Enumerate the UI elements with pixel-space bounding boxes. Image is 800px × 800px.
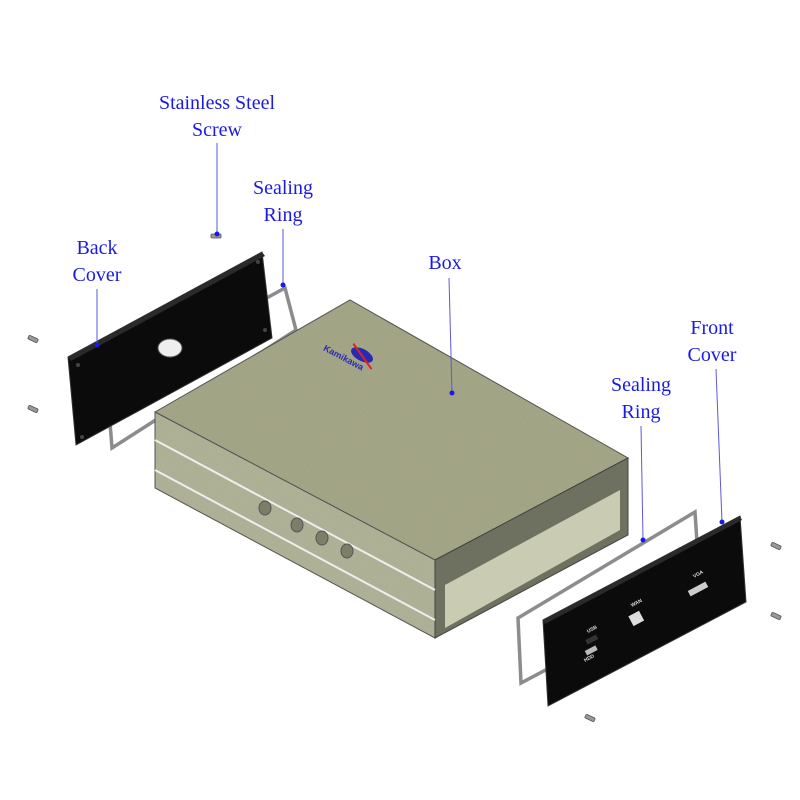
vga-port	[687, 581, 709, 597]
label-line: Box	[428, 252, 462, 274]
label-stainless-steel-screw: Stainless Steel Screw	[159, 90, 275, 144]
usb-label: USB	[586, 624, 598, 634]
hdd-led	[584, 645, 598, 656]
hdd-label: HDD	[583, 653, 596, 664]
cable-hole	[157, 338, 183, 358]
leader-lines	[94, 143, 725, 543]
screw-icon	[27, 335, 39, 343]
label-line: Cover	[72, 264, 122, 286]
wan-port	[628, 610, 645, 627]
label-line: Cover	[687, 344, 737, 366]
label-line: Sealing	[253, 177, 313, 199]
wan-label: WAN	[630, 598, 643, 609]
label-line: Screw	[192, 119, 242, 141]
back-cover	[67, 251, 273, 446]
label-line: Back	[76, 237, 118, 259]
screw-icon	[27, 405, 39, 413]
label-line: Ring	[263, 204, 303, 226]
screw-icon	[770, 542, 782, 550]
label-line: Sealing	[611, 374, 671, 396]
label-sealing-ring-front: Sealing Ring	[611, 372, 671, 426]
side-holes	[258, 500, 354, 559]
label-back-cover: Back Cover	[73, 235, 122, 289]
label-front-cover: Front Cover	[688, 315, 737, 369]
screw-icon	[770, 612, 782, 620]
label-box: Box	[428, 250, 461, 277]
screw-icon	[584, 714, 596, 722]
label-line: Ring	[621, 401, 661, 423]
usb-port	[585, 634, 599, 645]
front-cover: USB HDD WAN VGA	[542, 515, 747, 707]
vga-label: VGA	[692, 569, 705, 580]
label-sealing-ring-back: Sealing Ring	[253, 175, 313, 229]
label-line: Stainless Steel	[158, 92, 276, 114]
label-line: Front	[690, 317, 734, 339]
aluminum-box: Kamikawa	[153, 299, 630, 639]
